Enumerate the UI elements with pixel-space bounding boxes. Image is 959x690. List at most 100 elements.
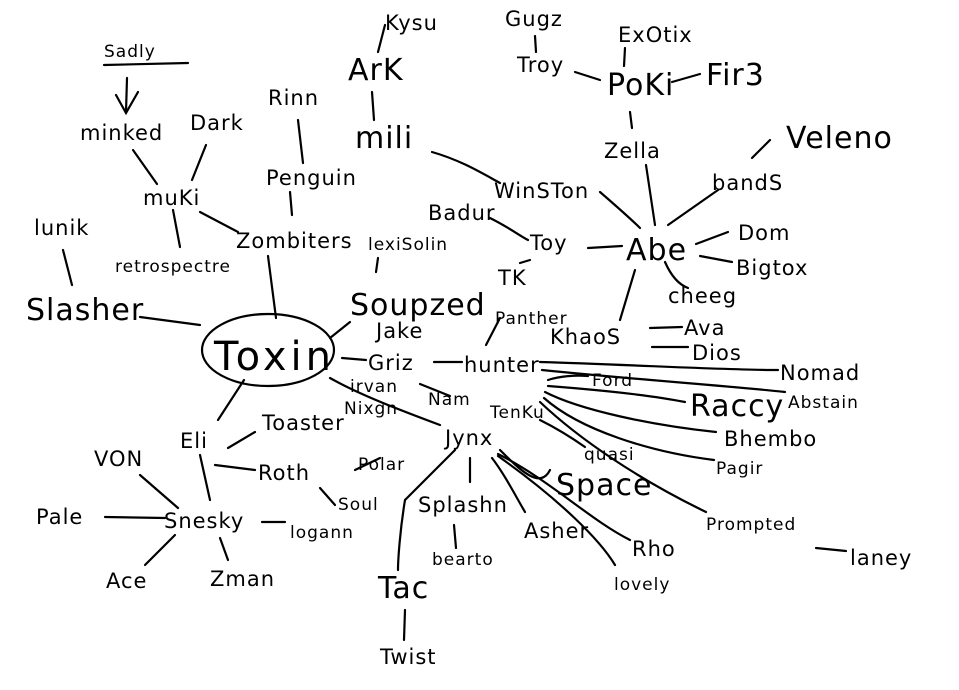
edge-hunter-prompted: [538, 400, 708, 514]
node-griz: Griz: [368, 351, 414, 375]
node-nomad: Nomad: [780, 361, 860, 385]
node-dios: Dios: [692, 341, 742, 365]
edge-snesky-zman: [218, 536, 230, 562]
edge-toxin-griz: [340, 356, 368, 362]
node-toaster: Toaster: [261, 411, 345, 435]
node-tac: Tac: [377, 571, 429, 606]
edge-zella-abe: [644, 163, 657, 227]
edge-badur-toy: [488, 216, 530, 242]
node-lunik: lunik: [34, 216, 89, 240]
node-pagir: Pagir: [716, 459, 763, 479]
edge-muki-retrospectre: [171, 208, 182, 249]
edge-toy-tk: [518, 258, 532, 265]
toxin-circle: [200, 312, 336, 388]
edge-poki-fir3: [670, 72, 702, 84]
edge-rinn-penguin: [296, 118, 305, 165]
node-winston: WinSTon: [494, 179, 589, 203]
edge-toxin-eli: [216, 378, 246, 422]
node-prompted: Prompted: [706, 515, 796, 535]
node-bhembo: Bhembo: [724, 427, 817, 451]
node-quasi: quasi: [584, 445, 635, 465]
node-roth: Roth: [258, 461, 310, 485]
node-nam: Nam: [428, 390, 471, 410]
node-bearto: bearto: [432, 550, 494, 570]
node-splashn: Splashn: [418, 493, 508, 517]
node-lexisolin: lexiSolin: [368, 235, 448, 255]
node-fir3: Fir3: [706, 58, 765, 93]
edge-bands-abe: [666, 188, 720, 227]
edge-von-snesky: [138, 473, 180, 510]
arrow-shaft: [124, 76, 129, 114]
edge-troy-poki: [573, 70, 602, 82]
edge-muki-zombiters: [198, 210, 240, 234]
edge-splashn-bearto: [452, 523, 458, 550]
edge-irvan-nam: [418, 382, 452, 398]
node-poki: PoKi: [607, 68, 674, 103]
edge-snesky-ace: [143, 533, 177, 567]
node-slasher: Slasher: [26, 293, 144, 328]
edge-prompted-laney: [814, 546, 848, 553]
edge-eli-roth: [213, 463, 257, 472]
node-hunter: hunter: [464, 353, 540, 377]
node-von: VON: [94, 447, 143, 471]
edge-toxin-jynx: [328, 376, 442, 427]
node-raccy: Raccy: [690, 389, 784, 424]
node-veleno: Veleno: [786, 121, 893, 156]
edge-dark-muki: [190, 143, 208, 182]
edge-tac-twist: [402, 608, 407, 642]
node-khaos: KhaoS: [550, 325, 621, 349]
underline-stroke: [102, 61, 190, 67]
node-jynx: Jynx: [443, 426, 493, 450]
node-labels: Sadly minked Dark muKi retrospectre luni…: [26, 7, 912, 669]
edge-hunter-pagir: [542, 396, 716, 462]
edge-winston-abe: [598, 190, 642, 230]
node-nixgn: Nixgn: [344, 399, 398, 419]
edge-ark-mili: [370, 90, 376, 122]
node-cheeg: cheeg: [668, 284, 737, 308]
node-mili: mili: [355, 121, 413, 156]
edge-abe-cheeg: [663, 260, 690, 290]
node-abe: Abe: [626, 233, 687, 268]
edge-mili-winston: [430, 150, 502, 185]
edge-roth-polar: [353, 456, 382, 472]
node-laney: laney: [850, 546, 912, 570]
node-dark: Dark: [190, 111, 244, 135]
edge-jynx-space: [498, 448, 552, 480]
node-panther: Panther: [495, 309, 568, 329]
node-zella: Zella: [604, 139, 661, 163]
node-polar: Polar: [358, 455, 405, 475]
edge-jynx-asher: [490, 456, 527, 514]
node-soupzed: Soupzed: [350, 288, 486, 323]
edge-kysu-ark: [376, 23, 387, 54]
node-ace: Ace: [106, 569, 147, 593]
node-space: Space: [556, 468, 652, 503]
node-lovely: lovely: [614, 575, 670, 595]
connector-lines: [61, 23, 848, 642]
node-toy: Toy: [529, 231, 568, 255]
node-ford: Ford: [592, 371, 633, 391]
edge-penguin-zombiters: [288, 190, 294, 217]
node-dom: Dom: [738, 221, 790, 245]
edge-eli-toaster: [226, 430, 257, 450]
node-rinn: Rinn: [268, 86, 319, 110]
edge-pale-snesky: [103, 515, 167, 520]
node-logann: logann: [290, 523, 354, 543]
edge-lunik-slasher: [61, 248, 74, 287]
edge-khaos-ava: [648, 325, 684, 330]
edge-tenku-quasi: [538, 418, 587, 449]
edge-hunter-abstain: [540, 368, 787, 394]
node-exotix: ExOtix: [618, 23, 693, 47]
node-tk: TK: [497, 266, 527, 290]
edge-hunter-nomad: [538, 360, 780, 372]
node-twist: Twist: [379, 645, 437, 669]
node-rho: Rho: [632, 537, 676, 561]
node-eli: Eli: [180, 429, 208, 453]
edge-panther-hunter: [484, 316, 502, 347]
node-tenku: TenKu: [489, 403, 545, 423]
edge-gugz-troy: [533, 34, 538, 54]
node-soul: Soul: [338, 495, 379, 515]
edge-toy-abe: [586, 244, 624, 250]
edge-veleno-bands: [750, 138, 772, 160]
edge-dom-abe: [694, 230, 730, 246]
